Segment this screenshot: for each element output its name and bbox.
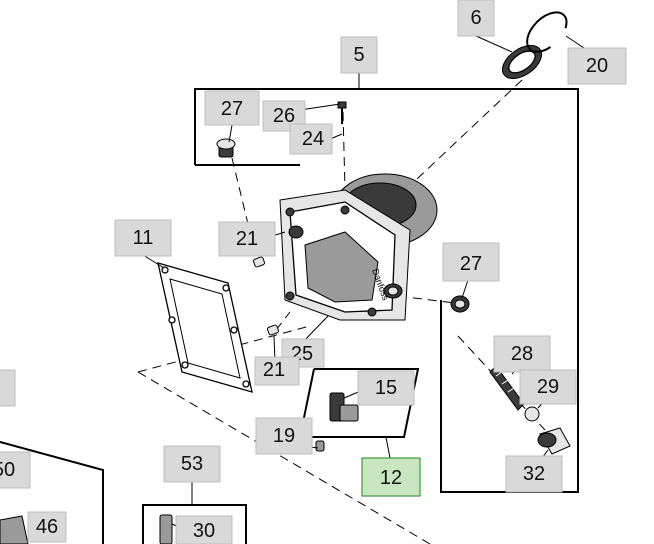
callout-30[interactable]: 30 bbox=[175, 515, 233, 544]
dash-bolt-26 bbox=[342, 111, 346, 191]
callout-32-label: 32 bbox=[523, 463, 545, 485]
callout-24-label: 24 bbox=[302, 128, 324, 150]
callout-6[interactable]: 6 bbox=[457, 0, 495, 37]
plug-part-right bbox=[450, 295, 470, 313]
callout-29[interactable]: 29 bbox=[519, 369, 577, 405]
dash-plug-right bbox=[397, 295, 456, 304]
callout-26-label: 26 bbox=[273, 105, 295, 127]
callout-46[interactable]: 46 bbox=[27, 511, 67, 543]
callout-21-upper[interactable]: 21 bbox=[218, 221, 276, 257]
callout-6-label: 6 bbox=[470, 7, 481, 29]
assembly-frames bbox=[0, 88, 579, 544]
callout-15-label: 15 bbox=[375, 377, 397, 399]
callout-11-label: 11 bbox=[133, 227, 154, 249]
callout-15[interactable]: 15 bbox=[357, 370, 415, 406]
callout-26[interactable]: 26 bbox=[262, 100, 306, 132]
callout-12[interactable]: 12 bbox=[361, 457, 421, 497]
callout-29-label: 29 bbox=[537, 376, 559, 398]
callout-53-label: 53 bbox=[181, 453, 203, 475]
dash-lower-diagonal bbox=[137, 371, 431, 544]
callout-30-label: 30 bbox=[193, 520, 215, 542]
callout-50-label: 50 bbox=[0, 459, 15, 481]
callout-19-label: 19 bbox=[273, 425, 295, 447]
callout-12-label: 12 bbox=[380, 467, 402, 489]
callout-11[interactable]: 11 bbox=[114, 219, 172, 257]
callout-5[interactable]: 5 bbox=[340, 36, 378, 74]
callout-20[interactable]: 20 bbox=[567, 47, 627, 85]
callout-53[interactable]: 53 bbox=[163, 445, 221, 483]
callout-21-upper-label: 21 bbox=[236, 228, 258, 250]
callout-46-label: 46 bbox=[36, 516, 58, 538]
callout-27-right[interactable]: 27 bbox=[442, 242, 500, 282]
seal-ring-part bbox=[501, 44, 543, 80]
callout-27-right-label: 27 bbox=[460, 253, 482, 275]
dowel-pin-upper bbox=[252, 256, 266, 268]
ball-part bbox=[524, 406, 540, 422]
bolt-part bbox=[337, 101, 347, 124]
parts: Danfoss bbox=[0, 11, 571, 544]
pump-housing-part: Danfoss bbox=[279, 173, 438, 321]
callout-21-lower[interactable]: 21 bbox=[254, 356, 300, 386]
callout-19[interactable]: 19 bbox=[255, 417, 313, 455]
group-53-frame bbox=[142, 504, 247, 544]
group-12-frame bbox=[298, 368, 420, 438]
callout-28[interactable]: 28 bbox=[493, 335, 551, 373]
callout-50[interactable]: 50 bbox=[0, 451, 31, 489]
callouts: 6 20 5 27 26 24 11 21 bbox=[0, 0, 627, 544]
callout-24[interactable]: 24 bbox=[289, 123, 333, 155]
gasket-part bbox=[157, 262, 253, 393]
callout-27-upper[interactable]: 27 bbox=[204, 90, 260, 126]
screw-30-part bbox=[159, 514, 173, 544]
spring-part bbox=[489, 365, 525, 411]
dash-dowel-lower bbox=[275, 311, 291, 331]
screw-part bbox=[315, 440, 325, 452]
dowel-pin-lower bbox=[266, 324, 280, 336]
callout-27-upper-label: 27 bbox=[221, 98, 243, 120]
group-5-frame bbox=[194, 88, 579, 493]
plug-part-lower bbox=[537, 427, 571, 455]
callout-20-label: 20 bbox=[586, 55, 608, 77]
group-50-frame bbox=[0, 441, 104, 544]
callout-32[interactable]: 32 bbox=[505, 455, 563, 493]
plug-part-upper bbox=[216, 138, 236, 158]
dash-seal-to-housing bbox=[399, 79, 523, 196]
snap-ring-part bbox=[526, 11, 568, 53]
callout-21-lower-label: 21 bbox=[263, 359, 285, 381]
partial-part-46 bbox=[0, 515, 29, 544]
callout-5-label: 5 bbox=[353, 44, 364, 66]
callout-28-label: 28 bbox=[511, 343, 533, 365]
sensor-part bbox=[329, 392, 359, 422]
callout-partial-left[interactable] bbox=[0, 369, 16, 407]
